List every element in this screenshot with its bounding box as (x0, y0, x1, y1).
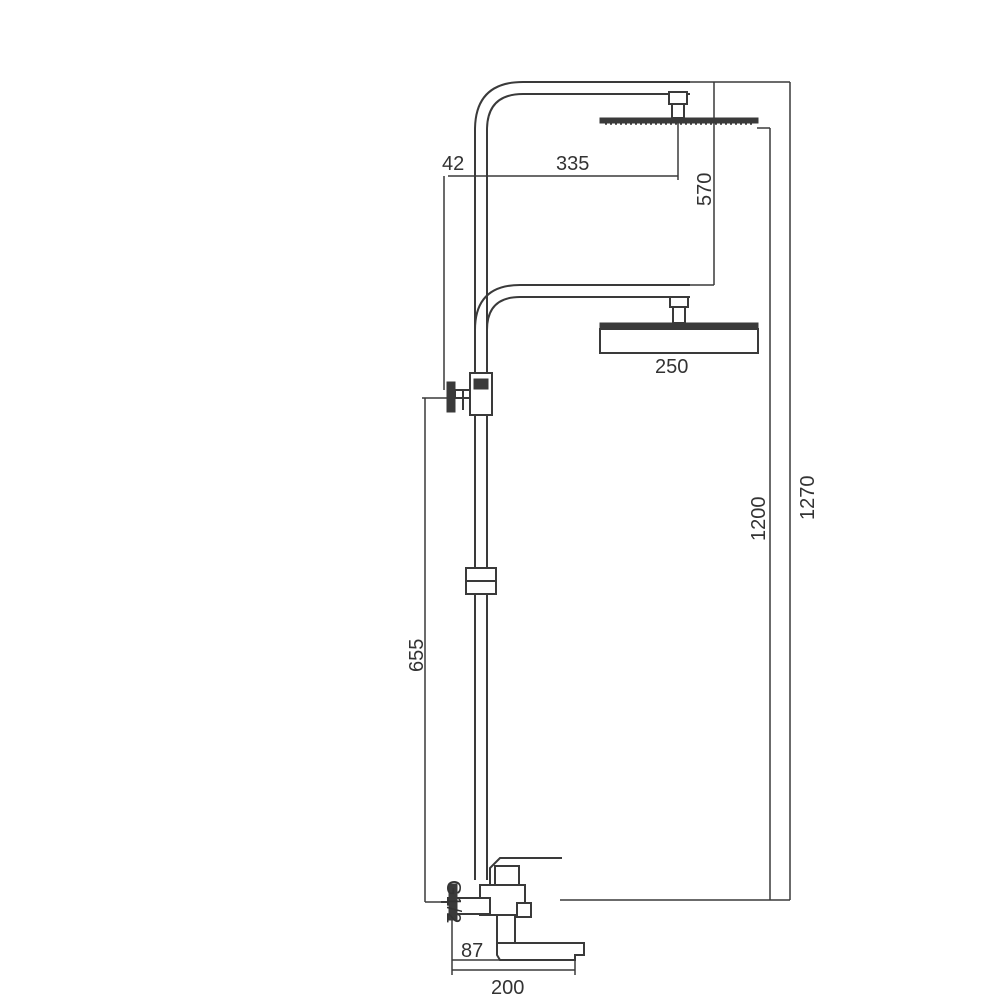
slide-bracket (465, 567, 497, 595)
dim-87-200 (451, 918, 576, 975)
lower-shower-head (599, 296, 759, 354)
lower-shower-arm (474, 284, 690, 370)
riser-pipe (474, 130, 488, 880)
upper-shower-arm (474, 81, 690, 180)
dim-label-1200: 1200 (748, 497, 770, 542)
diverter-valve (446, 372, 493, 416)
dim-1200-1270 (560, 81, 791, 901)
dim-label-335: 335 (556, 153, 589, 175)
dim-570 (690, 82, 715, 286)
mixer-valve (441, 857, 585, 961)
dim-label-42: 42 (442, 153, 464, 175)
dim-label-200: 200 (491, 977, 524, 999)
dim-42-335 (448, 120, 679, 180)
dim-label-1270: 1270 (797, 476, 819, 521)
dim-label-thread: G1/2 (442, 880, 464, 923)
upper-shower-head (599, 91, 759, 125)
dim-label-570: 570 (694, 173, 716, 206)
dim-label-250: 250 (655, 356, 688, 378)
dim-label-655: 655 (406, 639, 428, 672)
dim-655 (422, 176, 449, 903)
dim-label-87: 87 (461, 940, 483, 962)
